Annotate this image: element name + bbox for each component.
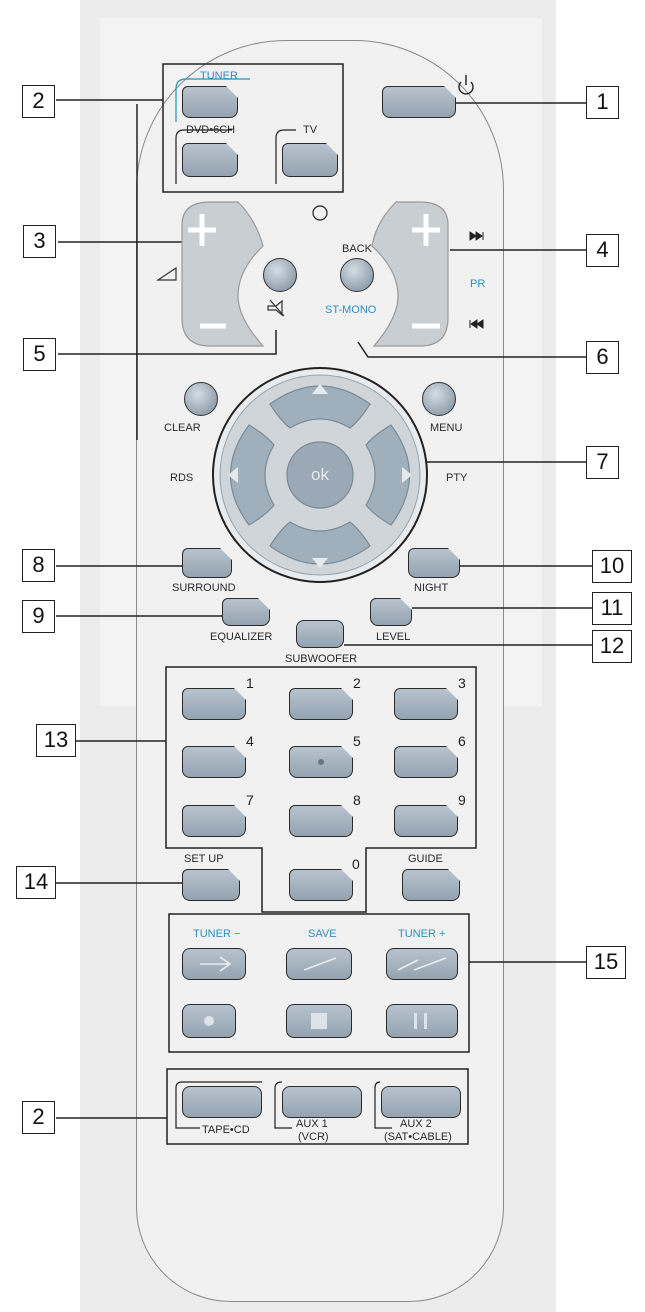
- subwoofer-button[interactable]: [296, 620, 344, 648]
- key-5[interactable]: [289, 746, 353, 778]
- menu-label: MENU: [430, 422, 463, 434]
- aux2-label-line2: (SAT•CABLE): [384, 1131, 452, 1143]
- tv-label: TV: [303, 124, 318, 136]
- callout-14: 14: [16, 866, 56, 899]
- tuner-plus-label: TUNER +: [398, 928, 446, 940]
- tape-cd-label: TAPE•CD: [202, 1124, 250, 1136]
- pause-button[interactable]: [386, 1004, 458, 1038]
- power-button[interactable]: [382, 86, 456, 118]
- callout-3: 3: [23, 225, 56, 258]
- key-3[interactable]: [394, 688, 458, 720]
- dvd-6ch-label: DVD•6CH: [186, 124, 236, 136]
- rds-label: RDS: [170, 472, 194, 484]
- callout-12: 12: [592, 630, 632, 663]
- tuner-minus-rewind-button[interactable]: [182, 948, 246, 980]
- dvd-6ch-button[interactable]: [182, 143, 238, 177]
- callout-6: 6: [586, 341, 619, 374]
- tuner-plus-forward-button[interactable]: [386, 948, 458, 980]
- aux2-button[interactable]: [381, 1086, 461, 1118]
- back-label: BACK: [342, 243, 372, 255]
- key-9-label: 9: [458, 792, 466, 808]
- clear-label: CLEAR: [164, 422, 201, 434]
- nav-right-button[interactable]: [368, 437, 418, 513]
- nav-up-button[interactable]: [282, 382, 358, 422]
- back-st-mono-button[interactable]: [340, 258, 374, 292]
- night-button[interactable]: [408, 548, 460, 578]
- key-0[interactable]: [289, 869, 353, 901]
- setup-button[interactable]: [182, 869, 240, 901]
- callout-7: 7: [586, 446, 619, 479]
- key-0-label: 0: [352, 856, 360, 872]
- callout-13: 13: [36, 724, 76, 757]
- key-9[interactable]: [394, 805, 458, 837]
- nav-down-button[interactable]: [282, 528, 358, 568]
- key-6-label: 6: [458, 733, 466, 749]
- record-button[interactable]: [182, 1004, 236, 1038]
- subwoofer-label: SUBWOOFER: [285, 653, 358, 665]
- key-4-label: 4: [246, 733, 254, 749]
- st-mono-label: ST-MONO: [325, 304, 377, 316]
- tuner-button[interactable]: [182, 86, 238, 118]
- setup-label: SET UP: [184, 853, 224, 865]
- callout-15: 15: [586, 946, 626, 979]
- surround-label: SURROUND: [172, 582, 236, 594]
- save-label: SAVE: [308, 928, 337, 940]
- aux1-button[interactable]: [282, 1086, 362, 1118]
- callout-2-bottom: 2: [22, 1101, 55, 1134]
- key-8-label: 8: [353, 792, 361, 808]
- equalizer-button[interactable]: [222, 598, 270, 626]
- key-1-label: 1: [246, 675, 254, 691]
- key-7[interactable]: [182, 805, 246, 837]
- tape-cd-button[interactable]: [182, 1086, 262, 1118]
- callout-5: 5: [23, 338, 56, 371]
- tuner-label: TUNER: [200, 70, 238, 82]
- pr-label: PR: [470, 278, 486, 290]
- nav-left-button[interactable]: [222, 437, 272, 513]
- callout-8: 8: [22, 549, 55, 582]
- callout-9: 9: [22, 600, 55, 633]
- callout-11: 11: [592, 592, 632, 625]
- aux1-label-line2: (VCR): [298, 1131, 329, 1143]
- key-2[interactable]: [289, 688, 353, 720]
- key-4[interactable]: [182, 746, 246, 778]
- tv-button[interactable]: [282, 143, 338, 177]
- pty-label: PTY: [446, 472, 468, 484]
- ok-button[interactable]: ok: [311, 465, 329, 484]
- equalizer-label: EQUALIZER: [210, 631, 273, 643]
- level-label: LEVEL: [376, 631, 411, 643]
- aux2-label-line1: AUX 2: [400, 1118, 432, 1130]
- key-8[interactable]: [289, 805, 353, 837]
- key-5-label: 5: [353, 733, 361, 749]
- stop-button[interactable]: [286, 1004, 352, 1038]
- key-2-label: 2: [353, 675, 361, 691]
- save-play-button[interactable]: [286, 948, 352, 980]
- guide-button[interactable]: [402, 869, 460, 901]
- key-1[interactable]: [182, 688, 246, 720]
- key-7-label: 7: [246, 792, 254, 808]
- callout-1: 1: [586, 86, 619, 119]
- tuner-minus-label: TUNER −: [193, 928, 241, 940]
- guide-label: GUIDE: [408, 853, 443, 865]
- night-label: NIGHT: [414, 582, 449, 594]
- clear-button[interactable]: [184, 382, 218, 416]
- surround-button[interactable]: [182, 548, 232, 578]
- key-3-label: 3: [458, 675, 466, 691]
- callout-4: 4: [586, 234, 619, 267]
- menu-button[interactable]: [422, 382, 456, 416]
- aux1-label-line1: AUX 1: [296, 1118, 328, 1130]
- key-6[interactable]: [394, 746, 458, 778]
- callout-10: 10: [592, 550, 632, 583]
- mute-button[interactable]: [263, 258, 297, 292]
- callout-2-top: 2: [22, 85, 55, 118]
